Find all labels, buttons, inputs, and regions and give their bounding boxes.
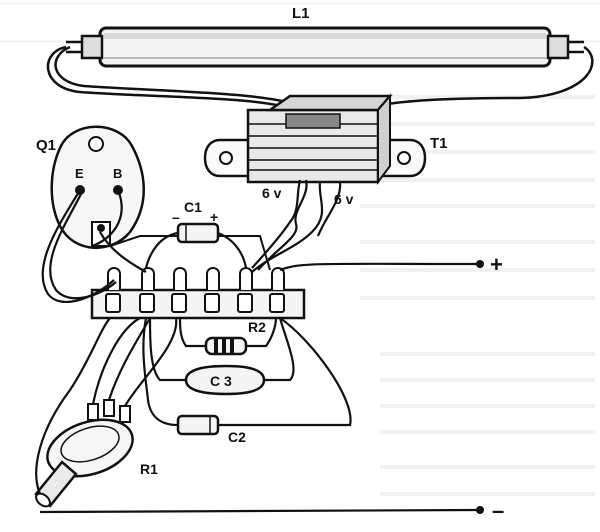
minus-terminal-label: – bbox=[492, 498, 504, 523]
supply-leads: + – bbox=[39, 252, 504, 523]
terminal-strip bbox=[90, 221, 306, 320]
transistor-leads bbox=[41, 189, 147, 303]
transformer-secondary-leads bbox=[251, 179, 342, 273]
cap2-label: C2 bbox=[228, 429, 246, 445]
res2-label: R2 bbox=[248, 319, 266, 335]
resistor-r2: R2 bbox=[178, 317, 278, 356]
terminal-lugs bbox=[105, 293, 285, 313]
cap1-minus-label: – bbox=[172, 209, 180, 225]
cap1-plus-label: + bbox=[210, 209, 218, 225]
potentiometer-leads bbox=[35, 317, 178, 495]
cap1-label: C1 bbox=[184, 199, 202, 215]
terminal-tabs bbox=[107, 267, 285, 290]
emitter-label: E bbox=[75, 166, 84, 181]
potentiometer-icon bbox=[34, 399, 134, 508]
transformer-icon bbox=[203, 93, 427, 185]
transistor-q1: Q1 E B bbox=[36, 125, 145, 249]
capacitor-c3: C 3 bbox=[148, 317, 295, 396]
tap-left-label: 6 v bbox=[262, 185, 282, 201]
transformer-label: T1 bbox=[430, 135, 448, 152]
lamp-l1: L1 bbox=[66, 5, 584, 68]
plus-terminal-label: + bbox=[490, 252, 503, 277]
transistor-label: Q1 bbox=[36, 137, 56, 154]
capacitor-c1: C1 – + bbox=[144, 199, 248, 269]
lamp-label: L1 bbox=[292, 5, 310, 22]
cap3-label: C 3 bbox=[210, 373, 232, 389]
capacitor-c2: C2 bbox=[142, 317, 352, 445]
transformer-t1: T1 6 v 6 v bbox=[203, 93, 448, 207]
fluorescent-tube-icon bbox=[66, 26, 584, 68]
base-label: B bbox=[113, 166, 122, 181]
potentiometer-r1: R1 bbox=[34, 399, 158, 508]
pot-label: R1 bbox=[140, 461, 158, 477]
